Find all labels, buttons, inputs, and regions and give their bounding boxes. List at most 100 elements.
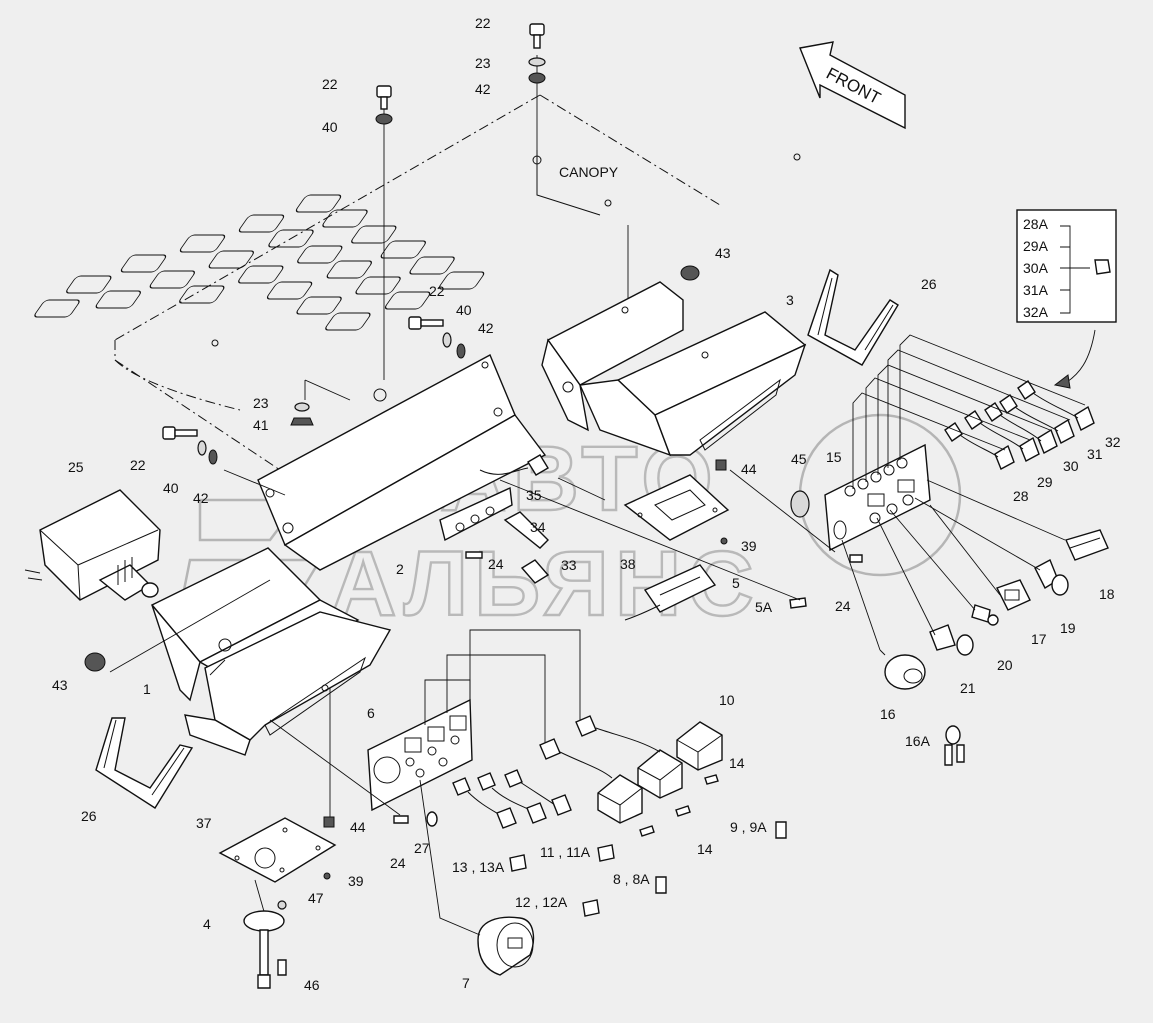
callout-label: 47 <box>308 890 324 906</box>
callout-label: 13 , 13A <box>452 859 505 875</box>
callout-label: 24 <box>390 855 406 871</box>
canopy-outline <box>34 94 801 471</box>
callout-label: 23 <box>475 55 491 71</box>
part-38-mount <box>623 474 730 541</box>
screw-39-upper <box>720 537 728 545</box>
bulb-8A <box>655 876 667 894</box>
harness-connectors-right <box>944 380 1095 470</box>
washer-47 <box>277 900 287 910</box>
callout-label: 5A <box>755 599 773 615</box>
callout-label: 23 <box>253 395 269 411</box>
canopy-label: CANOPY <box>559 164 619 180</box>
part-26-frame-upper <box>807 268 899 366</box>
screw-24-right <box>849 554 863 563</box>
part-6-panel <box>367 698 473 812</box>
callout-label: 27 <box>414 840 430 856</box>
switch-17 <box>996 579 1031 611</box>
callout-label: 14 <box>729 755 745 771</box>
grommet-43-left <box>84 652 106 672</box>
lamp-20 <box>971 604 999 626</box>
callout-label: 15 <box>826 449 842 465</box>
callout-label: 39 <box>741 538 757 554</box>
callout-label: 1 <box>143 681 151 697</box>
lamp-12A <box>582 899 600 917</box>
leader <box>424 679 471 725</box>
washer-42-mid <box>456 343 466 359</box>
switch-34 <box>503 511 549 549</box>
part-37-plate <box>218 817 337 883</box>
callout-label: 35 <box>526 487 542 503</box>
legend-item-29A: 29A <box>1023 238 1049 254</box>
leader <box>269 719 401 816</box>
callout-label: 43 <box>715 245 731 261</box>
leader <box>446 654 546 743</box>
callout-label: 37 <box>196 815 212 831</box>
callout-label: 20 <box>997 657 1013 673</box>
legend-item-30A: 30A <box>1023 260 1049 276</box>
nut-41 <box>290 417 314 426</box>
switch-plate-small <box>439 486 513 542</box>
harness-connectors-left <box>452 715 661 829</box>
leader <box>889 509 976 611</box>
part-7-gauge <box>477 916 535 976</box>
callout-label: 21 <box>960 680 976 696</box>
callout-label: 30 <box>1063 458 1079 474</box>
callout-label: 11 , 11A <box>540 844 591 860</box>
callout-label: 16 <box>880 706 896 722</box>
part-3-bracket <box>541 281 807 457</box>
callout-label: 9 , 9A <box>730 819 767 835</box>
nut-44-lower <box>323 816 335 828</box>
connector-35 <box>479 454 549 476</box>
leader <box>109 579 271 673</box>
legend-item-32A: 32A <box>1023 304 1049 320</box>
callout-label: 12 , 12A <box>515 894 568 910</box>
front-arrow: FRONT <box>799 41 906 130</box>
callout-label: 31 <box>1087 446 1103 462</box>
callout-label: 26 <box>921 276 937 292</box>
callout-label: 26 <box>81 808 97 824</box>
callout-label: 42 <box>193 490 209 506</box>
callout-label: 42 <box>475 81 491 97</box>
leader <box>304 379 351 401</box>
callout-label: 18 <box>1099 586 1115 602</box>
callout-label: 19 <box>1060 620 1076 636</box>
callout-label: 43 <box>52 677 68 693</box>
callout-label: 40 <box>456 302 472 318</box>
callout-label: 34 <box>530 519 546 535</box>
bulb-9A <box>775 821 787 839</box>
legend-item-28A: 28A <box>1023 216 1049 232</box>
part-25-lamp <box>24 489 161 601</box>
leader <box>877 364 1051 475</box>
leader <box>499 479 801 601</box>
callout-label: 5 <box>732 575 740 591</box>
leader <box>841 539 881 651</box>
grommet-45 <box>790 490 810 518</box>
relay-9 <box>637 749 683 799</box>
screw-24-upper <box>465 551 483 559</box>
screw-14-a <box>704 774 719 785</box>
callout-label: 7 <box>462 975 470 991</box>
part-4-sensor <box>243 910 285 989</box>
legend-box: 28A 29A 30A 31A 32A <box>1016 209 1117 389</box>
key-switch-16 <box>879 649 926 690</box>
leader <box>887 349 1071 468</box>
grommet-43-top <box>680 265 700 281</box>
relay-8 <box>597 774 643 824</box>
callout-label: 44 <box>350 819 366 835</box>
bolt-22-mid <box>408 316 444 330</box>
bulb-5A <box>789 597 807 609</box>
bolt-22-side <box>162 426 198 440</box>
legend-item-31A: 31A <box>1023 282 1049 298</box>
nut-44-upper <box>715 459 727 471</box>
leader <box>209 659 226 676</box>
callout-label: 42 <box>478 320 494 336</box>
screw-24-lower <box>393 815 409 824</box>
leader <box>419 779 481 936</box>
leader <box>557 477 606 501</box>
callout-label: 32 <box>1105 434 1121 450</box>
part-5-lamp <box>624 564 717 621</box>
callout-label: 6 <box>367 705 375 721</box>
callout-label: 24 <box>488 556 504 572</box>
